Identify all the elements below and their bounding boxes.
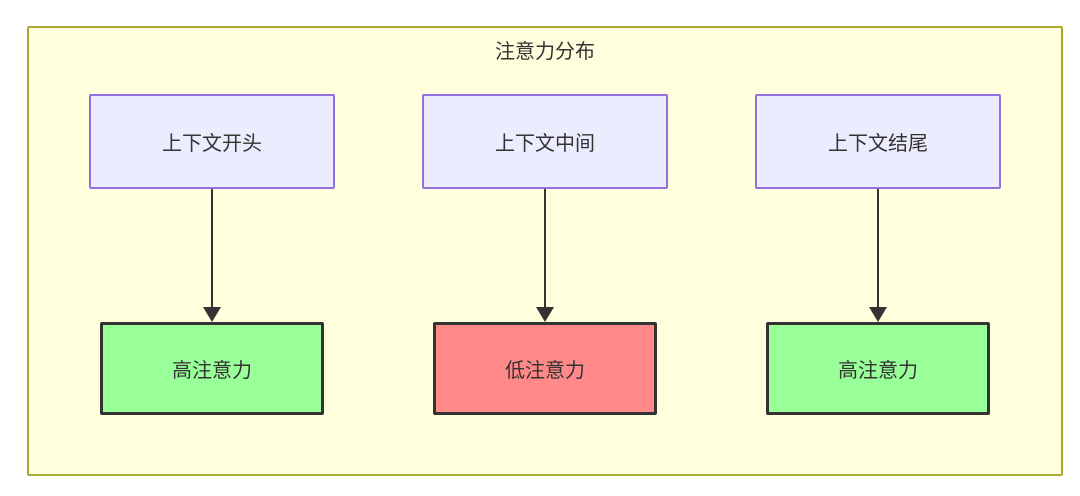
node-context-end: 上下文结尾: [755, 94, 1001, 189]
node-high-attention-2: 高注意力: [766, 322, 990, 415]
attention-distribution-container: 注意力分布 上下文开头 高注意力 上下文中间 低注意力 上下文结尾: [27, 26, 1063, 476]
arrow-head: [536, 307, 554, 322]
arrow-shaft: [211, 189, 213, 308]
arrow-down-icon: [869, 189, 887, 322]
arrow-head: [203, 307, 221, 322]
node-context-middle: 上下文中间: [422, 94, 668, 189]
flow-column-context-end: 上下文结尾 高注意力: [755, 94, 1001, 415]
flow-columns: 上下文开头 高注意力 上下文中间 低注意力 上下文结尾: [29, 94, 1061, 415]
node-context-start: 上下文开头: [89, 94, 335, 189]
diagram-title: 注意力分布: [495, 41, 595, 63]
arrow-shaft: [877, 189, 879, 308]
arrow-shaft: [544, 189, 546, 308]
arrow-down-icon: [536, 189, 554, 322]
node-low-attention: 低注意力: [433, 322, 657, 415]
flow-column-context-middle: 上下文中间 低注意力: [422, 94, 668, 415]
node-high-attention-1: 高注意力: [100, 322, 324, 415]
flow-column-context-start: 上下文开头 高注意力: [89, 94, 335, 415]
arrow-down-icon: [203, 189, 221, 322]
arrow-head: [869, 307, 887, 322]
